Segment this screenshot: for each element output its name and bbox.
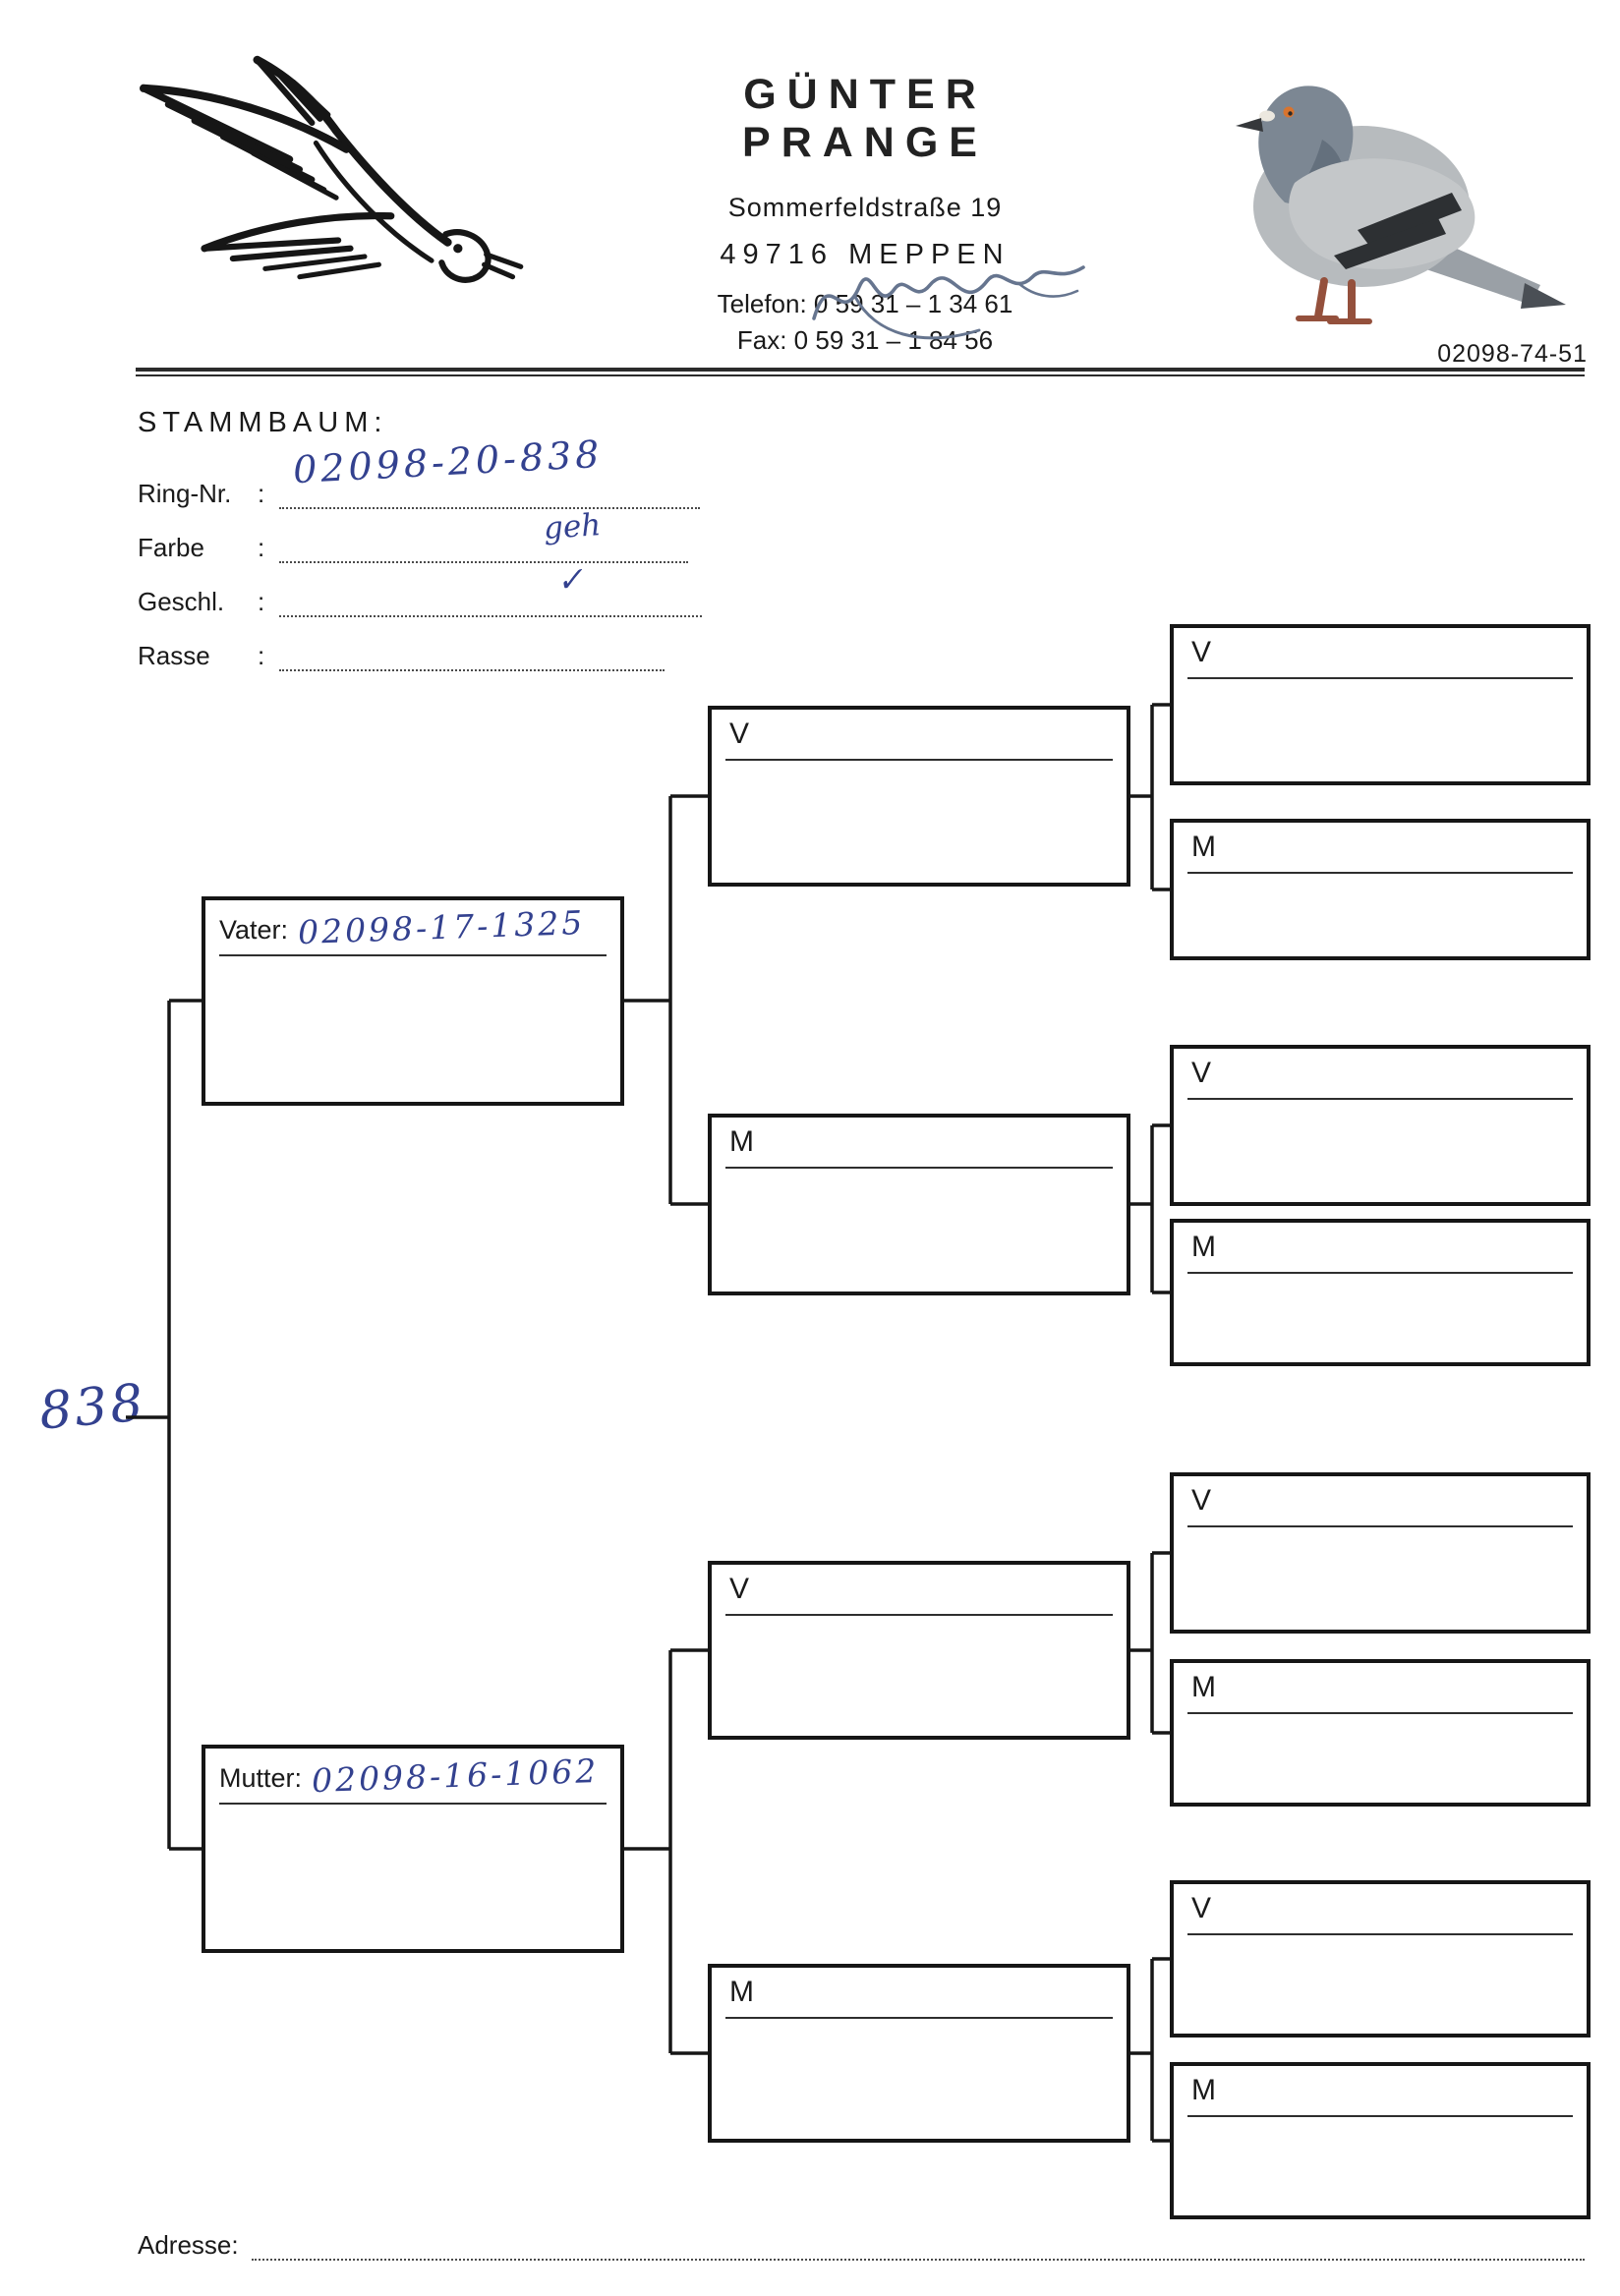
mother-box: Mutter: 02098-16-1062 [202, 1745, 624, 1953]
city-address: 49716 MEPPEN [720, 239, 1011, 270]
box-letter-m: M [1191, 1671, 1216, 1703]
great-grandparent-box-3: V [1170, 1045, 1591, 1206]
form-row-farbe: Farbe : [138, 526, 688, 563]
adresse-row: Adresse: [138, 2223, 1585, 2261]
mother-label: Mutter: [219, 1763, 303, 1793]
farbe-label: Farbe [138, 533, 204, 562]
great-grandparent-box-1: V [1170, 624, 1591, 785]
box-letter-v: V [729, 718, 750, 750]
fax-line: Fax: 0 59 31 – 1 84 56 [736, 325, 994, 355]
father-box-header: Vater: 02098-17-1325 [219, 903, 607, 956]
maternal-grandmother-box: M [708, 1964, 1130, 2143]
father-box: Vater: 02098-17-1325 [202, 896, 624, 1106]
geschl-dotted-line [279, 584, 702, 617]
stammbaum-title: STAMMBAUM: [138, 407, 388, 438]
ring-nr-colon: : [258, 479, 265, 508]
father-label: Vater: [219, 915, 289, 945]
farbe-value-handwritten: geh [542, 507, 603, 546]
father-ring-handwritten: 02098-17-1325 [297, 902, 586, 952]
farbe-dotted-line [279, 530, 688, 563]
breeder-name: GÜNTER PRANGE [742, 71, 988, 166]
box-letter-m: M [1191, 2074, 1216, 2106]
box-letter-v: V [1191, 1484, 1212, 1517]
box-letter-m: M [1191, 831, 1216, 863]
geschl-check-handwritten: ✓ [554, 558, 586, 601]
root-ring-handwritten: 838 [36, 1373, 148, 1442]
ring-nr-dotted-line [279, 476, 700, 509]
header-divider [136, 368, 1585, 376]
phone-line: Telefon: 0 59 31 – 1 34 61 [717, 289, 1013, 318]
flying-pigeon-logo-icon [88, 29, 580, 354]
box-letter-v: V [1191, 1892, 1212, 1924]
form-row-rasse: Rasse : [138, 634, 665, 671]
geschl-colon: : [258, 587, 265, 616]
letterhead: GÜNTER PRANGE Sommerfeldstraße 19 49716 … [609, 71, 1121, 356]
box-letter-v: V [1191, 636, 1212, 668]
ring-nr-label: Ring-Nr. [138, 479, 232, 508]
box-letter-m: M [1191, 1231, 1216, 1263]
great-grandparent-box-7: V [1170, 1880, 1591, 2038]
pigeon-photo [1175, 37, 1588, 337]
rasse-dotted-line [279, 638, 665, 671]
street-address: Sommerfeldstraße 19 [727, 193, 1003, 222]
paternal-grandmother-box: M [708, 1114, 1130, 1295]
box-letter-v: V [729, 1573, 750, 1605]
box-letter-v: V [1191, 1057, 1212, 1089]
great-grandparent-box-4: M [1170, 1219, 1591, 1366]
signature-scribble [798, 232, 1103, 365]
rasse-label: Rasse [138, 641, 210, 670]
form-row-geschl: Geschl. : [138, 580, 702, 617]
box-letter-m: M [729, 1125, 754, 1158]
maternal-grandfather-box: V [708, 1561, 1130, 1740]
mother-ring-handwritten: 02098-16-1062 [311, 1751, 600, 1801]
great-grandparent-box-6: M [1170, 1659, 1591, 1807]
great-grandparent-box-5: V [1170, 1472, 1591, 1634]
adresse-label: Adresse: [138, 2230, 239, 2260]
adresse-dotted-line [252, 2227, 1585, 2261]
geschl-label: Geschl. [138, 587, 225, 616]
rasse-colon: : [258, 641, 265, 670]
box-letter-m: M [729, 1976, 754, 2008]
mother-box-header: Mutter: 02098-16-1062 [219, 1751, 607, 1805]
paternal-grandfather-box: V [708, 706, 1130, 887]
great-grandparent-box-8: M [1170, 2062, 1591, 2219]
farbe-colon: : [258, 533, 265, 562]
form-row-ring-nr: Ring-Nr. : [138, 472, 700, 509]
great-grandparent-box-2: M [1170, 819, 1591, 960]
pigeon-photo-caption: 02098-74-51 [1437, 340, 1588, 368]
